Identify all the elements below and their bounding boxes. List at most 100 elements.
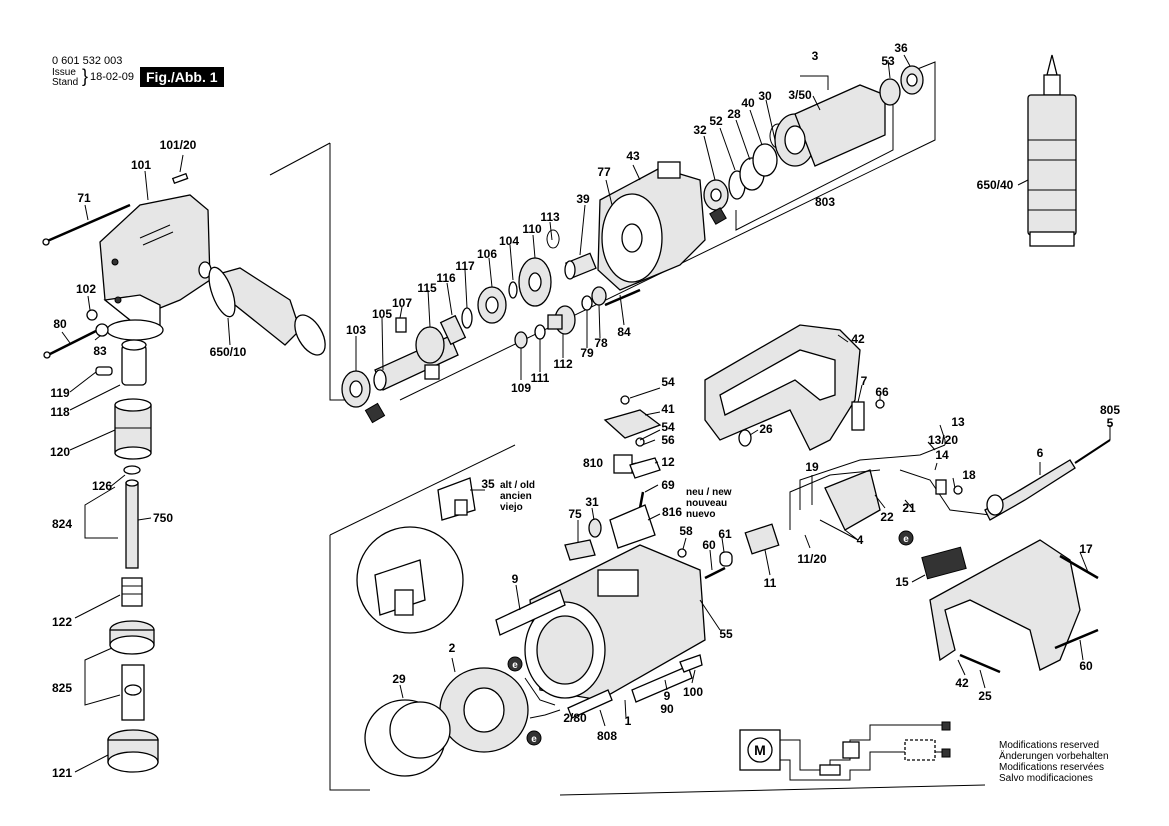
label-1: 1 bbox=[625, 714, 632, 728]
label-101: 101 bbox=[131, 158, 151, 172]
gear-110 bbox=[518, 257, 552, 307]
washer-111 bbox=[534, 324, 546, 340]
bearing-103 bbox=[341, 370, 371, 408]
label-26: 26 bbox=[759, 422, 773, 436]
screw-69 bbox=[638, 491, 645, 509]
strain-relief-14 bbox=[935, 479, 947, 495]
ground-mark-e-2 bbox=[526, 730, 542, 746]
pinion-39 bbox=[564, 252, 597, 280]
modification-notes: Modifications reserved Änderungen vorbeh… bbox=[999, 740, 1109, 784]
label-100 bbox=[679, 654, 703, 673]
label-808: 808 bbox=[597, 729, 617, 743]
gear-head-housing bbox=[99, 194, 211, 341]
label-119: 119 bbox=[50, 386, 70, 400]
label-3: 3 bbox=[812, 49, 819, 63]
label-alt-old-1: alt / old bbox=[500, 480, 535, 491]
issue-label-en: Issue bbox=[52, 67, 76, 78]
leader-lines bbox=[61, 54, 1111, 773]
label-19: 19 bbox=[805, 460, 819, 474]
label-22: 22 bbox=[880, 510, 894, 524]
motor-housing-1 bbox=[524, 544, 706, 701]
ground-label-e-1: e bbox=[512, 660, 518, 671]
issue-brace: } bbox=[82, 66, 89, 86]
needle-bearing-116 bbox=[439, 314, 467, 346]
ground-mark-e-1 bbox=[507, 656, 523, 672]
label-78: 78 bbox=[594, 336, 608, 350]
side-handle bbox=[198, 261, 326, 356]
label-42b: 42 bbox=[955, 676, 969, 690]
issue-date: 18-02-09 bbox=[90, 71, 135, 83]
label-90: 90 bbox=[660, 702, 674, 716]
label-75: 75 bbox=[568, 507, 582, 521]
clamp-7 bbox=[851, 401, 865, 431]
washer-79 bbox=[581, 295, 593, 311]
label-69: 69 bbox=[661, 478, 675, 492]
wire-13 bbox=[799, 444, 946, 510]
label-9b: 9 bbox=[664, 689, 671, 703]
die-825 bbox=[121, 664, 145, 721]
label-43: 43 bbox=[626, 149, 640, 163]
label-66: 66 bbox=[875, 385, 889, 399]
label-12: 12 bbox=[661, 455, 675, 469]
figure-label: Fig./Abb. 1 bbox=[140, 67, 224, 87]
motor-symbol: M bbox=[754, 742, 766, 758]
label-83: 83 bbox=[93, 344, 107, 358]
label-9b bbox=[631, 665, 693, 703]
label-808 bbox=[567, 689, 613, 719]
label-25: 25 bbox=[978, 689, 992, 703]
screw-60b bbox=[1054, 628, 1099, 650]
ground-mark-e-3 bbox=[898, 530, 914, 546]
nut-825 bbox=[109, 620, 155, 655]
bearing-icon bbox=[364, 402, 386, 424]
screw-60a bbox=[704, 566, 726, 580]
screw-18 bbox=[953, 485, 963, 495]
label-71: 71 bbox=[77, 191, 91, 205]
label-54b: 54 bbox=[661, 420, 675, 434]
screw-25 bbox=[959, 653, 1001, 674]
label-61: 61 bbox=[718, 527, 732, 541]
handle-half-42 bbox=[704, 324, 861, 451]
punch-holder-118 bbox=[121, 339, 147, 386]
label-810: 810 bbox=[583, 456, 603, 470]
brush-holder-816-new bbox=[609, 504, 656, 549]
pin-119 bbox=[95, 366, 113, 376]
screw-54b bbox=[635, 437, 645, 447]
label-55: 55 bbox=[719, 627, 733, 641]
label-9a: 9 bbox=[512, 572, 519, 586]
label-111: 111 bbox=[531, 371, 550, 385]
label-52: 52 bbox=[709, 114, 723, 128]
air-guide-29 bbox=[364, 699, 451, 777]
wire-19 bbox=[789, 469, 881, 530]
label-32: 32 bbox=[693, 123, 707, 137]
label-122: 122 bbox=[52, 615, 72, 629]
nut-83 bbox=[95, 323, 109, 337]
label-104: 104 bbox=[499, 234, 519, 248]
label-650-10: 650/10 bbox=[210, 345, 247, 359]
label-803: 803 bbox=[815, 195, 835, 209]
label-neu-new-3: nuevo bbox=[686, 509, 715, 520]
screw-80 bbox=[43, 328, 99, 359]
handle-half-42b bbox=[929, 539, 1081, 671]
label-11: 11 bbox=[764, 576, 777, 590]
label-39: 39 bbox=[576, 192, 590, 206]
label-77: 77 bbox=[597, 165, 611, 179]
label-2: 2 bbox=[449, 641, 456, 655]
label-54a: 54 bbox=[661, 375, 675, 389]
ring-117 bbox=[461, 307, 473, 329]
label-825: 825 bbox=[52, 681, 72, 695]
label-60a: 60 bbox=[702, 538, 716, 552]
issue-label: Issue Stand bbox=[52, 68, 78, 88]
label-58: 58 bbox=[679, 524, 693, 538]
label-15: 15 bbox=[895, 575, 909, 589]
label-31: 31 bbox=[585, 495, 599, 509]
bearing-109 bbox=[514, 331, 528, 349]
label-79: 79 bbox=[580, 346, 594, 360]
label-103: 103 bbox=[346, 323, 366, 337]
field-coil-2 bbox=[439, 667, 529, 753]
label-alt-old-2: ancien bbox=[500, 491, 532, 502]
washer-126 bbox=[123, 465, 141, 475]
label-5: 5 bbox=[1107, 416, 1114, 430]
screw-71 bbox=[42, 203, 131, 246]
ring-40 bbox=[752, 143, 778, 177]
cover-15 bbox=[921, 546, 967, 580]
